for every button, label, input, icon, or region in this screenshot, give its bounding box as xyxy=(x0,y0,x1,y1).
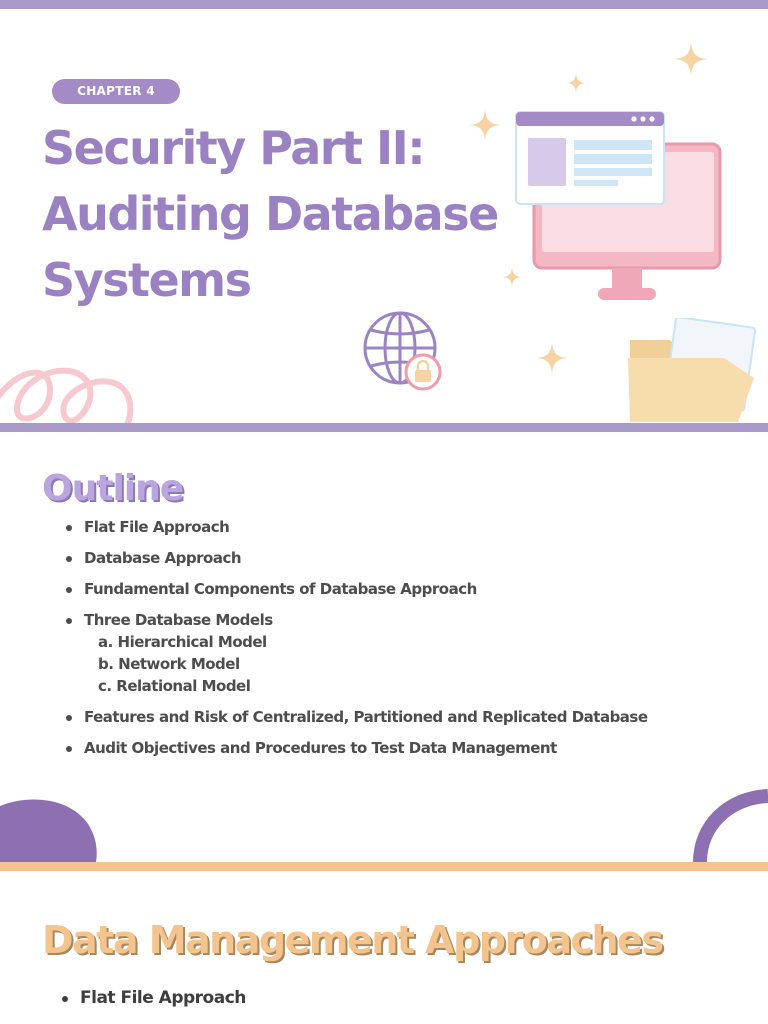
blob-decoration xyxy=(0,799,97,862)
globe-lock-icon xyxy=(363,311,442,391)
arc-decoration xyxy=(693,789,768,862)
title-line-2: Auditing Database xyxy=(42,187,499,241)
folder-icon xyxy=(628,318,757,422)
sparkle-icon xyxy=(469,109,501,141)
sub-list: a. Hierarchical Model b. Network Model c… xyxy=(84,631,746,697)
squiggle-decoration xyxy=(0,367,134,432)
sparkle-icon xyxy=(566,73,586,93)
title-line-1: Security Part II: xyxy=(42,121,426,175)
list-item: Flat File Approach xyxy=(62,986,246,1010)
outline-slide: Outline Flat File Approach Database Appr… xyxy=(0,432,768,862)
data-management-slide: Data Management Approaches Flat File App… xyxy=(0,862,768,1024)
list-item: Database Approach xyxy=(66,547,746,569)
chapter-badge: CHAPTER 4 xyxy=(52,79,180,104)
sparkle-icon xyxy=(536,342,568,374)
title-slide: CHAPTER 4 Security Part II: Auditing Dat… xyxy=(0,0,768,432)
data-management-list: Flat File Approach xyxy=(62,986,246,1010)
sub-list-item: a. Hierarchical Model xyxy=(98,633,267,651)
top-accent-bar xyxy=(0,862,768,871)
title-line-3: Systems xyxy=(42,253,252,307)
sub-list-item: c. Relational Model xyxy=(98,677,251,695)
monitor-icon xyxy=(515,111,722,300)
data-management-heading: Data Management Approaches xyxy=(42,918,664,962)
bottom-accent-bar xyxy=(0,423,768,432)
sub-list-item: b. Network Model xyxy=(98,655,240,673)
list-item: Features and Risk of Centralized, Partit… xyxy=(66,706,746,728)
slide-title: Security Part II: Auditing Database Syst… xyxy=(42,115,522,313)
top-accent-bar xyxy=(0,0,768,9)
sparkle-icon xyxy=(502,267,522,287)
list-item: Fundamental Components of Database Appro… xyxy=(66,578,746,600)
list-item: Audit Objectives and Procedures to Test … xyxy=(66,737,746,759)
sparkle-icon xyxy=(674,42,708,76)
list-item: Flat File Approach xyxy=(66,516,746,538)
outline-heading: Outline xyxy=(42,468,184,509)
list-item: Three Database Models a. Hierarchical Mo… xyxy=(66,609,746,697)
outline-list: Flat File Approach Database Approach Fun… xyxy=(66,516,746,768)
